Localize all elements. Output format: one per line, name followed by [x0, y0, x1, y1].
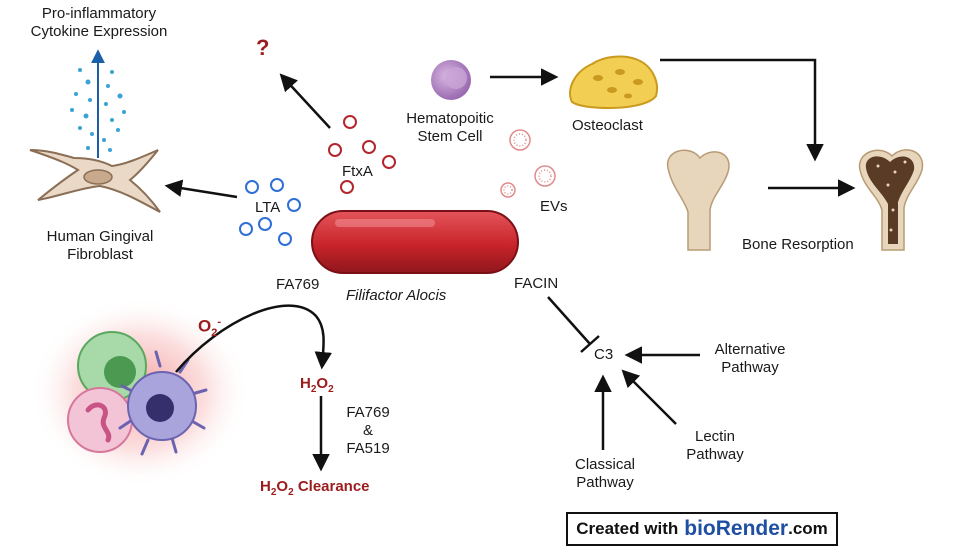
fa769-label: FA769 [276, 276, 320, 293]
facin-label: FACIN [514, 275, 559, 292]
arrow-superoxide [175, 304, 332, 373]
ftxa-molecules [328, 115, 396, 194]
lta-molecules [239, 178, 301, 246]
badge-prefix: Created with [576, 519, 679, 538]
alternative-pathway-label: Alternative Pathway [714, 341, 786, 376]
osteoclast-label: Osteoclast [572, 117, 643, 134]
cytokine-spray [70, 49, 126, 158]
healthy-bone [667, 149, 730, 251]
c3-label: C3 [594, 346, 614, 363]
cytokine-label: Pro-inflammatory Cytokine Expression [30, 5, 168, 40]
biorender-credit-badge: Created with bioRender.com [566, 512, 838, 546]
h2o2-label: H2O2 [300, 375, 334, 395]
arrow-lectin-to-c3 [621, 369, 677, 425]
hsc-label: Hematopoitic Stem Cell [406, 110, 494, 145]
badge-brand: bioRender [684, 517, 789, 540]
badge-suffix: .com [788, 519, 828, 538]
inhibit-bar [580, 335, 600, 353]
fibroblast-label: Human Gingival Fibroblast [46, 228, 154, 263]
inhibit-line-facin-c3 [547, 296, 591, 345]
arrow-to-question [279, 73, 331, 129]
fibroblast-cell [29, 149, 161, 213]
superoxide-label: O2- [198, 316, 222, 340]
h2o2-clearance-label: H2O2 Clearance [260, 478, 370, 498]
classical-pathway-label: Classical Pathway [574, 456, 635, 491]
lectin-pathway-label: Lectin Pathway [686, 428, 744, 463]
lta-label: LTA [255, 199, 281, 216]
unknown-effect-mark: ? [256, 35, 270, 60]
osteoclast-cell [569, 55, 658, 110]
bacterium-label: Filifactor Alocis [346, 287, 447, 304]
resorbed-bone [858, 149, 924, 251]
enzymes-label: FA769 & FA519 [346, 404, 390, 457]
arrow-lta-to-fibroblast [164, 179, 238, 199]
ftxa-label: FtxA [342, 163, 373, 180]
bacterium-rod [311, 210, 519, 274]
ev-vesicles [500, 129, 556, 198]
immune-cells [30, 297, 250, 487]
bone-resorption-label: Bone Resorption [742, 236, 854, 253]
evs-label: EVs [540, 198, 568, 215]
hsc-cell [431, 60, 471, 100]
arrow-osteoclast-to-bone [660, 58, 824, 162]
